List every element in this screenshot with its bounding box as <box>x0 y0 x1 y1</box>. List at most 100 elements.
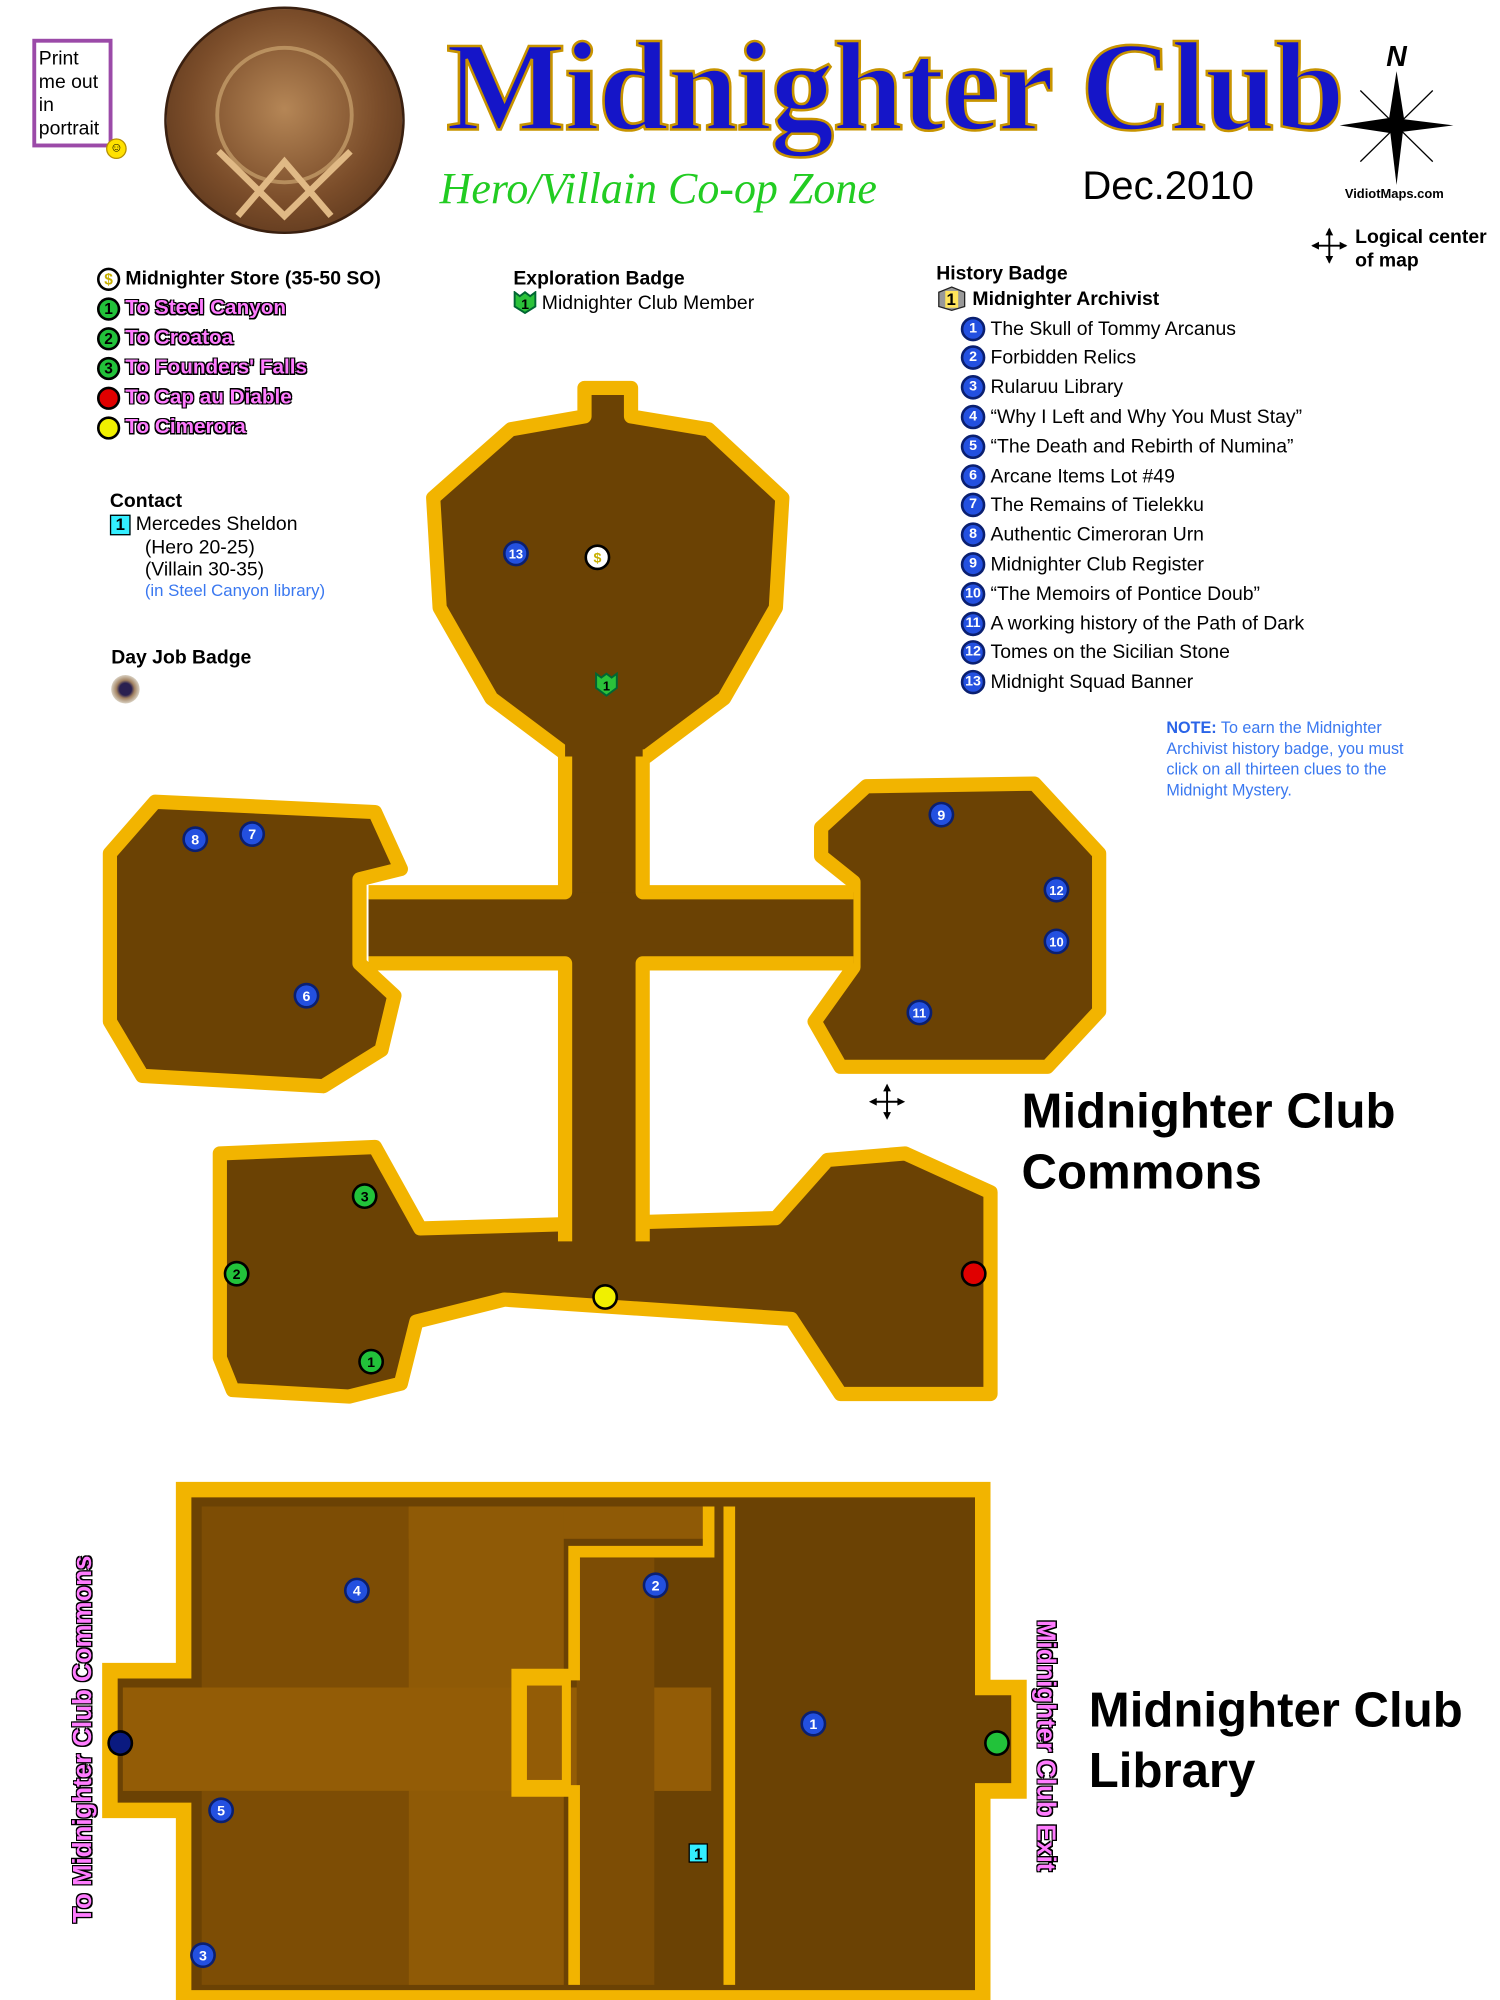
commons-east-room <box>807 776 1107 1074</box>
clue-number-icon: 5 <box>960 434 986 459</box>
history-note: NOTE: To earn the Midnighter Archivist h… <box>1166 718 1404 800</box>
clue-number-icon: 10 <box>960 581 986 607</box>
clue-number-icon: 9 <box>960 552 986 577</box>
clue-number-icon: 3 <box>960 375 986 400</box>
svg-text:3: 3 <box>199 1948 207 1964</box>
clue-number-icon: 7 <box>960 493 986 518</box>
history-clue-marker[interactable]: 6 <box>293 982 320 1009</box>
day-job-section: Day Job Badge <box>111 647 251 704</box>
svg-text:2: 2 <box>233 1267 241 1283</box>
contact-icon: 1 <box>109 514 131 535</box>
logical-center-label: Logical center of map <box>1355 226 1487 272</box>
page-subtitle: Hero/Villain Co-op Zone <box>439 165 877 214</box>
svg-text:5: 5 <box>217 1804 225 1820</box>
history-clue-item: 4“Why I Left and Why You Must Stay” <box>960 402 1304 431</box>
svg-text:12: 12 <box>1049 883 1063 898</box>
crescent-moon-icon <box>215 45 354 221</box>
history-badge-icon: 1 <box>938 286 966 312</box>
exploration-badge-icon: 1 <box>513 290 537 315</box>
svg-text:11: 11 <box>913 1006 927 1021</box>
library-label: Midnighter Club Library <box>1088 1683 1463 1799</box>
history-clue-marker[interactable]: 3 <box>190 1942 216 1969</box>
svg-text:1: 1 <box>521 297 529 313</box>
history-clue-marker[interactable]: 9 <box>928 801 955 828</box>
history-clue-marker[interactable]: 13 <box>503 540 529 567</box>
print-note: Print me out in portrait <box>32 38 113 148</box>
page-title: Midnighter Club <box>445 17 1346 159</box>
history-clue-marker[interactable]: 10 <box>1043 928 1070 955</box>
history-clue-marker[interactable]: 2 <box>642 1572 669 1599</box>
history-clue-marker[interactable]: 8 <box>182 826 209 853</box>
svg-text:1: 1 <box>603 679 610 694</box>
svg-text:4: 4 <box>353 1584 361 1600</box>
contact-marker[interactable]: 1 <box>688 1843 708 1864</box>
svg-text:N: N <box>1386 41 1408 73</box>
svg-text:1: 1 <box>809 1717 817 1733</box>
svg-text:9: 9 <box>937 808 945 824</box>
clue-number-icon: 8 <box>960 522 986 548</box>
compass-rose-icon: N <box>1339 41 1454 185</box>
svg-text:$: $ <box>593 550 601 566</box>
exploration-heading: Exploration Badge <box>513 267 685 290</box>
smiley-icon: ☺ <box>106 138 127 160</box>
history-clue-marker[interactable]: 5 <box>208 1797 235 1824</box>
zone-exit-marker[interactable]: 2 <box>223 1260 250 1287</box>
day-job-badge-icon <box>111 674 140 704</box>
logical-center-marker <box>868 1083 906 1120</box>
history-clue-item: 10“The Memoirs of Pontice Doub” <box>960 579 1304 608</box>
legend-store: $ Midnighter Store (35-50 SO) <box>96 264 381 294</box>
zone-exit-marker[interactable] <box>592 1284 619 1310</box>
commons-west-room <box>102 794 408 1094</box>
logical-center-icon <box>1311 227 1348 264</box>
svg-text:7: 7 <box>248 827 256 843</box>
exit-marker-icon: 1 <box>96 296 121 321</box>
library-map <box>102 1481 1027 2000</box>
history-clue-marker[interactable]: 4 <box>343 1577 370 1604</box>
clue-number-icon: 4 <box>960 404 986 430</box>
history-clue-marker[interactable]: 11 <box>906 999 933 1026</box>
contact-section: Contact 1 Mercedes Sheldon (Hero 20-25) … <box>109 490 326 600</box>
history-clue-item: 5“The Death and Rebirth of Numina” <box>960 432 1304 461</box>
clue-number-icon: 2 <box>960 345 986 371</box>
legend-exit: To Cimerora <box>96 412 381 442</box>
clue-number-icon: 11 <box>960 611 986 636</box>
svg-text:10: 10 <box>1049 935 1063 950</box>
history-clue-marker[interactable]: 7 <box>239 821 266 847</box>
history-clue-marker[interactable]: 1 <box>800 1710 827 1737</box>
zone-emblem-logo <box>164 6 405 235</box>
svg-text:1: 1 <box>947 291 956 310</box>
clue-number-icon: 6 <box>960 463 986 489</box>
library-left-exit-label: To Midnighter Club Commons <box>69 1555 98 1923</box>
commons-label: Midnighter Club Commons <box>1021 1084 1396 1200</box>
door-marker[interactable] <box>107 1730 134 1757</box>
svg-text:3: 3 <box>361 1189 369 1205</box>
exit-marker-icon <box>96 385 121 410</box>
exploration-badge-marker[interactable]: 1 <box>595 671 618 697</box>
door-marker[interactable] <box>984 1730 1010 1757</box>
clue-number-icon: 13 <box>960 670 986 695</box>
exit-marker-icon: 3 <box>96 356 121 380</box>
store-marker[interactable]: $ <box>584 544 611 571</box>
zone-exit-marker[interactable]: 1 <box>358 1348 385 1375</box>
map-date: Dec.2010 <box>1082 162 1254 209</box>
zone-exit-marker[interactable]: 3 <box>351 1183 378 1210</box>
svg-text:1: 1 <box>694 1846 703 1863</box>
history-clue-marker[interactable]: 12 <box>1043 876 1070 903</box>
commons-south-hall <box>212 1139 998 1404</box>
svg-text:13: 13 <box>509 547 523 562</box>
svg-text:6: 6 <box>303 989 311 1005</box>
zone-exit-marker[interactable] <box>960 1260 987 1287</box>
